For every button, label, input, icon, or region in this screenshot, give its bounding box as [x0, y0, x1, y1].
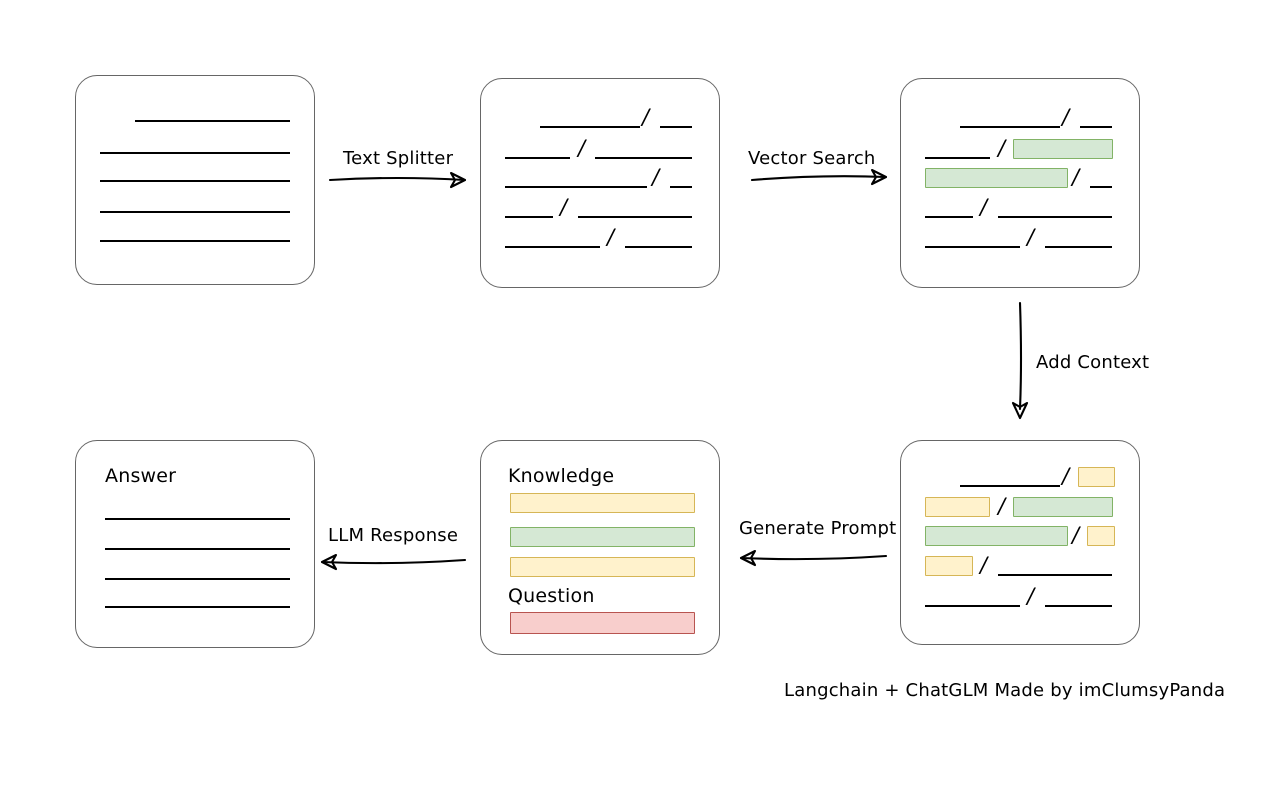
node-retrieved-chunks-text-line: [925, 216, 973, 218]
node-answer-text-line: [105, 578, 290, 580]
arrow-add-context: [1011, 301, 1029, 420]
footer-credit: Langchain + ChatGLM Made by imClumsyPand…: [784, 680, 1226, 701]
node-retrieved-chunks-text-line: [1080, 126, 1112, 128]
node-split-chunks-text-line: [660, 126, 692, 128]
node-context-enriched-chunks-highlight-yellow: [925, 497, 990, 517]
node-prompt-bar-yellow: [510, 557, 695, 577]
node-answer-text-line: [105, 518, 290, 520]
node-context-enriched-chunks-highlight-green: [925, 526, 1068, 546]
arrow-generate-prompt: [739, 549, 888, 567]
node-retrieved-chunks-highlight-green: [925, 168, 1068, 188]
node-prompt-bar-yellow: [510, 493, 695, 513]
node-answer-label: Answer: [105, 465, 177, 487]
node-split-chunks-text-line: [578, 216, 692, 218]
node-retrieved-chunks-text-line: [998, 216, 1112, 218]
node-retrieved-chunks-separator-slash: /: [998, 136, 1006, 160]
edge-label-llm-response: LLM Response: [328, 525, 459, 546]
node-retrieved-chunks-separator-slash: /: [1072, 165, 1080, 189]
node-context-enriched-chunks-text-line: [925, 605, 1020, 607]
edge-label-generate-prompt: Generate Prompt: [739, 518, 897, 539]
node-context-enriched-chunks-highlight-yellow: [1087, 526, 1115, 546]
node-context-enriched-chunks-separator-slash: /: [1072, 523, 1080, 547]
node-split-chunks-separator-slash: /: [652, 165, 660, 189]
node-source-document-text-line: [100, 152, 290, 154]
node-source-document-text-line: [100, 211, 290, 213]
node-split-chunks-separator-slash: /: [560, 195, 568, 219]
node-split-chunks-separator-slash: /: [642, 105, 650, 129]
node-retrieved-chunks-highlight-green: [1013, 139, 1113, 159]
node-prompt-label: Question: [508, 585, 595, 607]
node-answer[interactable]: [75, 440, 315, 648]
node-retrieved-chunks-separator-slash: /: [980, 195, 988, 219]
arrow-llm-response: [320, 553, 467, 571]
node-context-enriched-chunks-separator-slash: /: [998, 494, 1006, 518]
node-context-enriched-chunks-text-line: [1045, 605, 1112, 607]
node-split-chunks[interactable]: [480, 78, 720, 288]
node-source-document-text-line: [100, 180, 290, 182]
node-prompt-bar-red: [510, 612, 695, 634]
node-split-chunks-text-line: [505, 216, 553, 218]
node-retrieved-chunks-text-line: [925, 157, 990, 159]
node-prompt-label: Knowledge: [508, 465, 615, 487]
node-answer-text-line: [105, 606, 290, 608]
node-context-enriched-chunks-separator-slash: /: [1062, 464, 1070, 488]
node-split-chunks-separator-slash: /: [578, 136, 586, 160]
node-context-enriched-chunks-separator-slash: /: [980, 553, 988, 577]
node-retrieved-chunks-text-line: [1045, 246, 1112, 248]
node-context-enriched-chunks-highlight-green: [1013, 497, 1113, 517]
node-context-enriched-chunks-separator-slash: /: [1027, 584, 1035, 608]
node-retrieved-chunks-text-line: [960, 126, 1060, 128]
node-split-chunks-separator-slash: /: [607, 225, 615, 249]
node-split-chunks-text-line: [595, 157, 692, 159]
node-retrieved-chunks-text-line: [1090, 186, 1112, 188]
arrow-vector-search: [750, 168, 888, 186]
node-split-chunks-text-line: [505, 186, 647, 188]
node-source-document-text-line: [135, 120, 290, 122]
edge-label-text-splitter: Text Splitter: [343, 148, 454, 169]
node-split-chunks-text-line: [505, 246, 600, 248]
edge-label-vector-search: Vector Search: [748, 148, 876, 169]
node-split-chunks-text-line: [505, 157, 570, 159]
edge-label-add-context: Add Context: [1036, 352, 1150, 373]
node-split-chunks-text-line: [670, 186, 692, 188]
node-split-chunks-text-line: [540, 126, 640, 128]
arrow-text-splitter: [328, 171, 467, 189]
node-split-chunks-text-line: [625, 246, 692, 248]
node-context-enriched-chunks-highlight-yellow: [925, 556, 973, 576]
node-retrieved-chunks-separator-slash: /: [1062, 105, 1070, 129]
node-context-enriched-chunks-highlight-yellow: [1078, 467, 1115, 487]
node-retrieved-chunks-text-line: [925, 246, 1020, 248]
node-context-enriched-chunks-text-line: [998, 574, 1112, 576]
node-prompt-bar-green: [510, 527, 695, 547]
node-answer-text-line: [105, 548, 290, 550]
node-retrieved-chunks-separator-slash: /: [1027, 225, 1035, 249]
node-context-enriched-chunks-text-line: [960, 485, 1060, 487]
node-source-document-text-line: [100, 240, 290, 242]
